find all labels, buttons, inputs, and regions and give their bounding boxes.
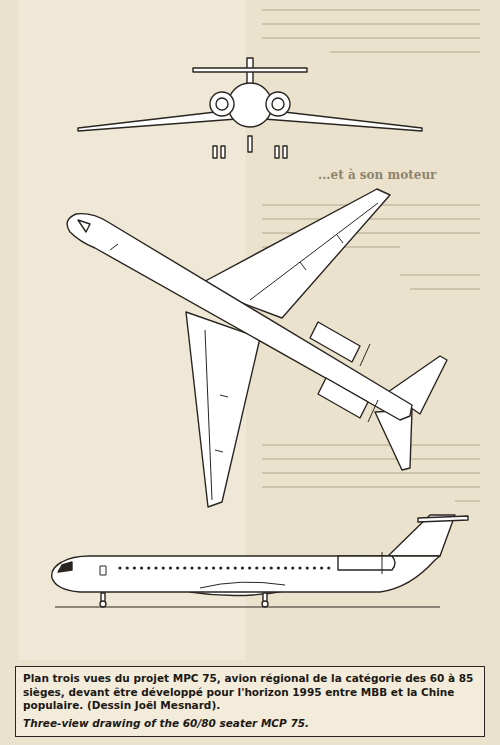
window-dot xyxy=(154,566,157,569)
window-dot xyxy=(118,566,121,569)
window-dot xyxy=(190,566,193,569)
window-dot xyxy=(313,566,316,569)
window-dot xyxy=(306,566,309,569)
window-dot xyxy=(176,566,179,569)
window-dot xyxy=(198,566,201,569)
window-dot xyxy=(162,566,165,569)
window-dot xyxy=(248,566,251,569)
window-dot xyxy=(255,566,258,569)
window-dot xyxy=(241,566,244,569)
window-dot xyxy=(277,566,280,569)
window-dot xyxy=(298,566,301,569)
faded-heading: ...et à son moteur xyxy=(318,168,436,182)
window-dot xyxy=(126,566,129,569)
window-dot xyxy=(320,566,323,569)
window-dot xyxy=(262,566,265,569)
window-dot xyxy=(270,566,273,569)
caption-english: Three-view drawing of the 60/80 seater M… xyxy=(23,716,477,731)
window-dot xyxy=(234,566,237,569)
window-dot xyxy=(133,566,136,569)
window-dot xyxy=(284,566,287,569)
window-dot xyxy=(205,566,208,569)
caption-french: Plan trois vues du projet MPC 75, avion … xyxy=(23,672,477,713)
window-dot xyxy=(226,566,229,569)
window-dot xyxy=(140,566,143,569)
window-dot xyxy=(183,566,186,569)
caption-box: Plan trois vues du projet MPC 75, avion … xyxy=(15,666,485,737)
window-dot xyxy=(219,566,222,569)
window-dot xyxy=(327,566,330,569)
window-dot xyxy=(147,566,150,569)
window-dot xyxy=(212,566,215,569)
window-dot xyxy=(291,566,294,569)
window-dot xyxy=(169,566,172,569)
